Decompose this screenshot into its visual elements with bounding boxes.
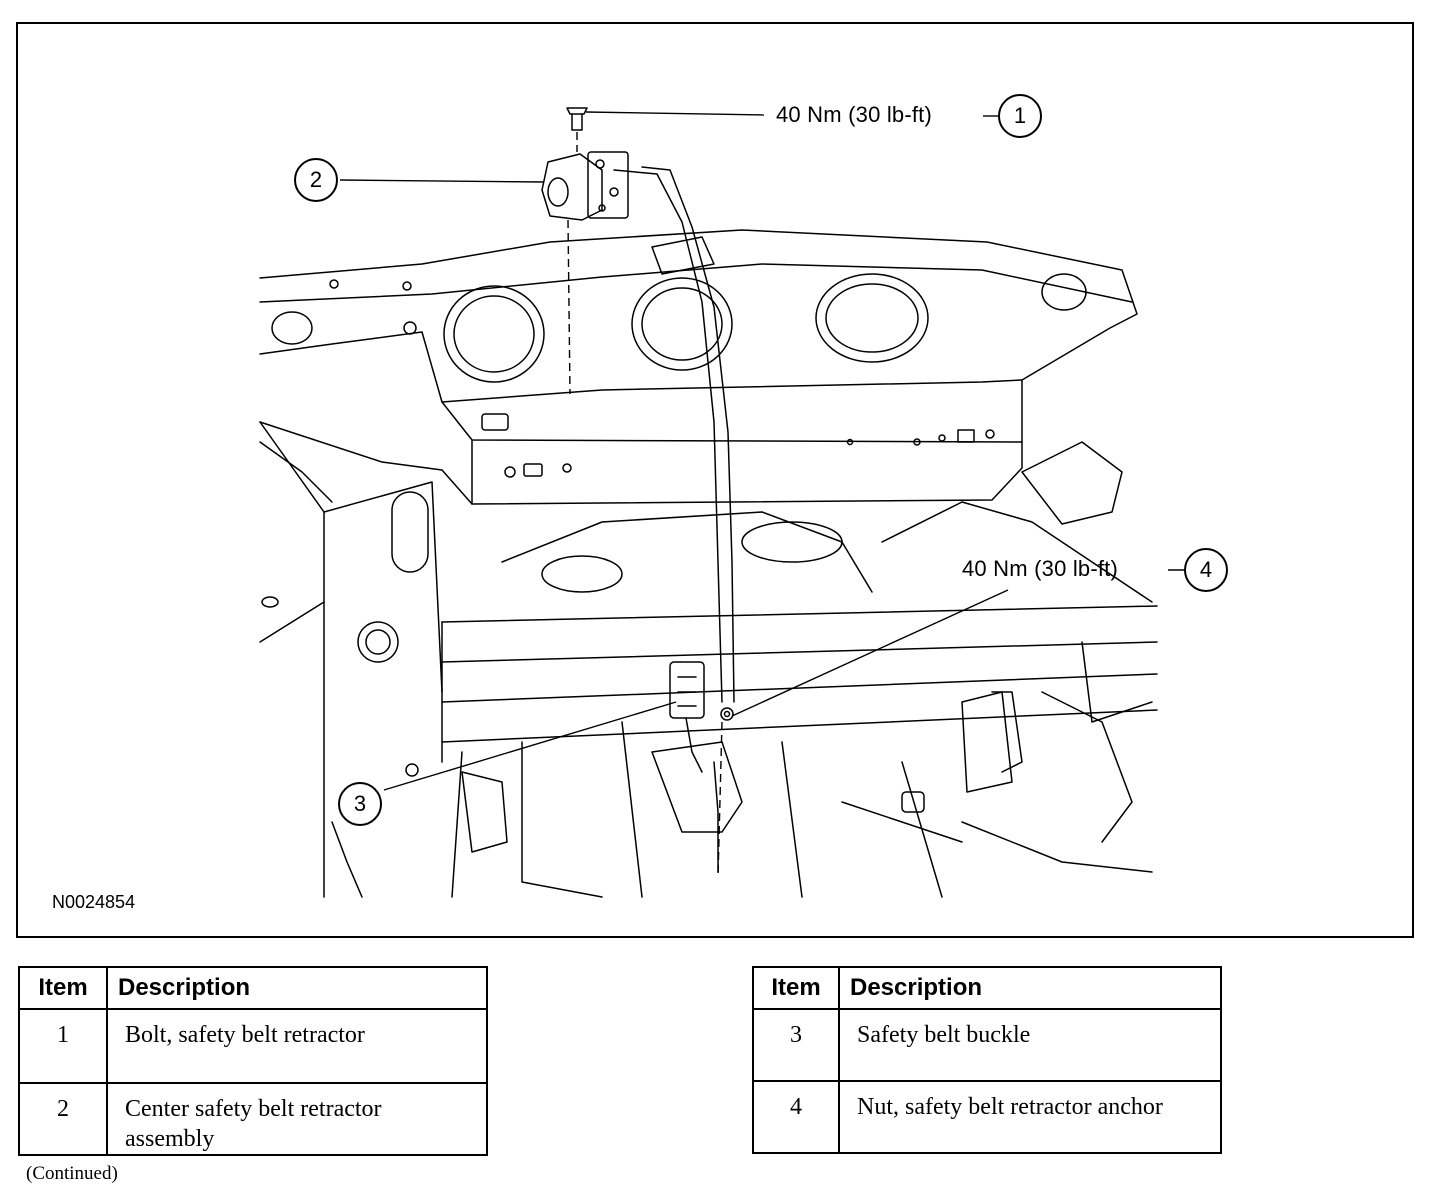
row-item-number: 2	[18, 1082, 108, 1156]
legend-table-right: Item Description 3 Safety belt buckle 4 …	[752, 966, 1222, 1154]
row-item-number: 4	[752, 1080, 840, 1154]
row-description: Nut, safety belt retractor anchor	[838, 1080, 1222, 1154]
header-item: Item	[18, 966, 108, 1010]
legend-header-row: Item Description	[752, 966, 1222, 1010]
callout-3-bubble: 3	[338, 782, 382, 826]
legend-header-row: Item Description	[18, 966, 488, 1010]
figure-frame: 40 Nm (30 lb-ft) 1 2 3 40 Nm (30 lb-ft) …	[16, 22, 1414, 938]
continued-note: (Continued)	[26, 1163, 118, 1184]
header-item: Item	[752, 966, 840, 1010]
row-item-number: 1	[18, 1008, 108, 1084]
row-description: Center safety belt retractor assembly	[106, 1082, 488, 1156]
header-description: Description	[838, 966, 1222, 1010]
callout-2-bubble: 2	[294, 158, 338, 202]
figure-id: N0024854	[52, 892, 136, 912]
callout-1-torque: 40 Nm (30 lb-ft)	[776, 102, 933, 127]
table-row: 1 Bolt, safety belt retractor	[18, 1008, 488, 1084]
row-item-number: 3	[752, 1008, 840, 1082]
callout-4-torque: 40 Nm (30 lb-ft)	[962, 556, 1119, 581]
callout-1-bubble: 1	[998, 94, 1042, 138]
rear-package-tray-illustration	[259, 107, 1185, 898]
table-row: 4 Nut, safety belt retractor anchor	[752, 1080, 1222, 1154]
legend-table-left: Item Description 1 Bolt, safety belt ret…	[18, 966, 488, 1156]
table-row: 3 Safety belt buckle	[752, 1008, 1222, 1082]
callout-4-bubble: 4	[1184, 548, 1228, 592]
row-description: Bolt, safety belt retractor	[106, 1008, 488, 1084]
table-row: 2 Center safety belt retractor assembly	[18, 1082, 488, 1156]
row-description: Safety belt buckle	[838, 1008, 1222, 1082]
header-description: Description	[106, 966, 488, 1010]
